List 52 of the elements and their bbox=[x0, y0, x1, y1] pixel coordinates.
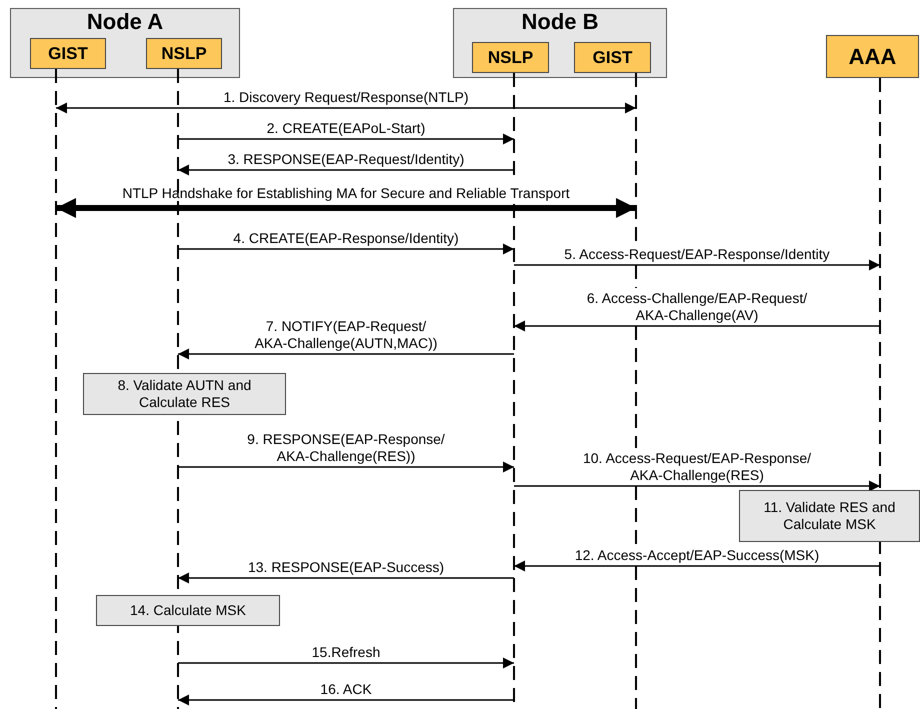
message-arrow bbox=[514, 480, 880, 492]
entity-name: NSLP bbox=[160, 45, 208, 62]
message-arrow bbox=[514, 560, 880, 572]
message-arrow bbox=[178, 134, 514, 144]
message-arrow bbox=[178, 348, 514, 360]
message-arrow bbox=[514, 260, 880, 270]
message-arrow bbox=[178, 244, 514, 254]
message-arrow bbox=[178, 658, 514, 668]
lifeline bbox=[879, 78, 881, 709]
lifeline bbox=[177, 69, 179, 709]
entity-name: AAA bbox=[848, 46, 898, 68]
action-box bbox=[83, 373, 286, 415]
edge-label: 12. Access-Accept/EAP-Success(MSK) bbox=[574, 547, 820, 564]
message-arrow bbox=[56, 102, 636, 114]
edge-label: 7. NOTIFY(EAP-Request/ AKA-Challenge(AUTN,MAC)) bbox=[254, 318, 438, 352]
edge-label: 9. RESPONSE(EAP-Response/ AKA-Challenge(RES)) bbox=[246, 431, 446, 465]
host-box bbox=[453, 8, 667, 78]
lifeline bbox=[55, 69, 57, 709]
host-title: Node A bbox=[86, 11, 164, 33]
thick-arrow bbox=[56, 198, 636, 218]
action-text: 8. Validate AUTN and Calculate RES bbox=[116, 377, 252, 411]
edge-label: 1. Discovery Request/Response(NTLP) bbox=[222, 89, 470, 106]
action-box bbox=[96, 595, 280, 626]
edge-label: 3. RESPONSE(EAP-Request/Identity) bbox=[226, 151, 466, 168]
server-box bbox=[826, 35, 919, 78]
entity-name: GIST bbox=[47, 45, 89, 62]
edge-label: 13. RESPONSE(EAP-Success) bbox=[246, 559, 446, 576]
entity-box bbox=[472, 42, 549, 73]
edge-label: 5. Access-Request/EAP-Response/Identity bbox=[563, 246, 831, 263]
edge-label: 6. Access-Challenge/EAP-Request/ AKA-Challenge(AV) bbox=[586, 290, 808, 324]
entity-box bbox=[574, 42, 651, 73]
message-arrow bbox=[178, 164, 514, 176]
entity-box bbox=[30, 38, 106, 69]
entity-name: GIST bbox=[592, 49, 634, 66]
host-box bbox=[10, 8, 240, 78]
edge-label: NTLP Handshake for Establishing MA for Secure and Reliable Transport bbox=[121, 185, 571, 202]
entity-box bbox=[146, 38, 222, 69]
message-arrow bbox=[178, 694, 514, 706]
edge-label: 16. ACK bbox=[319, 681, 373, 698]
edge-label: 2. CREATE(EAPoL-Start) bbox=[266, 120, 426, 137]
action-text: 14. Calculate MSK bbox=[129, 602, 247, 619]
action-box bbox=[739, 490, 920, 542]
message-arrow bbox=[178, 572, 514, 584]
message-arrow bbox=[178, 462, 514, 472]
host-title: Node B bbox=[520, 11, 600, 33]
edge-label: 4. CREATE(EAP-Response/Identity) bbox=[232, 230, 460, 247]
message-arrow bbox=[514, 320, 880, 332]
entity-name: NSLP bbox=[486, 49, 534, 66]
edge-label: 10. Access-Request/EAP-Response/ AKA-Challenge(RES) bbox=[582, 450, 812, 484]
action-text: 11. Validate RES and Calculate MSK bbox=[762, 499, 896, 533]
lifeline bbox=[635, 73, 637, 709]
edge-label: 15.Refresh bbox=[310, 644, 382, 661]
